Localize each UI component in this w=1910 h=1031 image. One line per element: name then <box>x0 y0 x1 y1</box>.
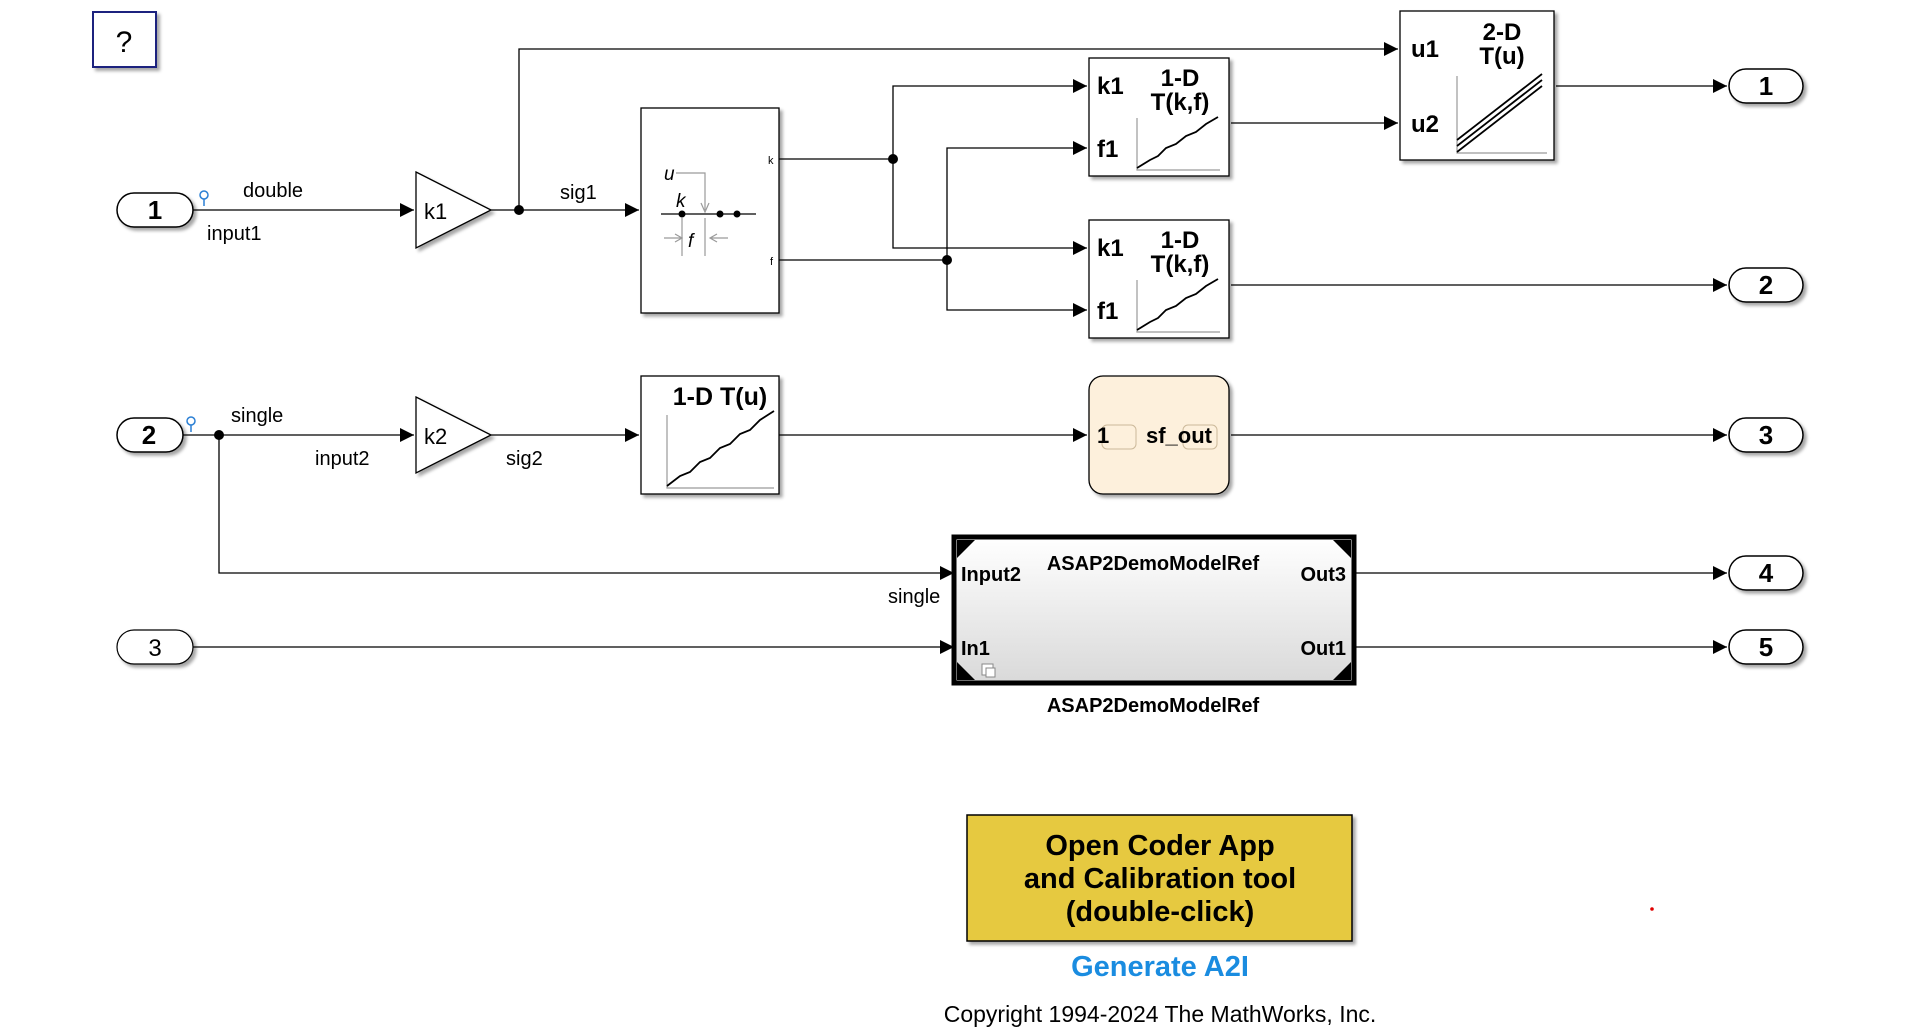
outport-label: 3 <box>1759 420 1773 450</box>
branch-point <box>942 255 952 265</box>
signal-name-label: sig2 <box>506 448 543 470</box>
lookup-title: 2-D <box>1483 19 1522 46</box>
outport-label: 2 <box>1759 270 1773 300</box>
lookup-1d-block[interactable]: 1-D T(u) <box>640 375 780 495</box>
port-label: Out1 <box>1300 638 1346 660</box>
outport-label: 5 <box>1759 632 1773 662</box>
gain-label: k2 <box>424 424 447 449</box>
prelookup-k-label: k <box>676 191 687 212</box>
open-coder-app-button[interactable]: Open Coder App and Calibration tool (dou… <box>966 814 1353 942</box>
model-ref-caption: ASAP2DemoModelRef <box>1047 695 1260 717</box>
outport-2[interactable]: 2 <box>1728 267 1804 303</box>
port-label: Input2 <box>961 564 1021 586</box>
port-label: k1 <box>1097 73 1124 100</box>
inport-label: 3 <box>148 635 161 662</box>
gain-k2-block[interactable]: k2 <box>415 395 493 475</box>
prelookup-port-f: f <box>770 256 774 268</box>
testpoint-icon <box>199 190 209 206</box>
button-text-line: and Calibration tool <box>1024 863 1296 895</box>
interp-title: T(k,f) <box>1151 89 1210 116</box>
wire-f-to-lut2[interactable] <box>946 260 1087 317</box>
signal-name-label: sig1 <box>560 182 597 204</box>
outport-3[interactable]: 3 <box>1728 417 1804 453</box>
branch-point <box>514 205 524 215</box>
port-label: u1 <box>1411 36 1439 63</box>
prelookup-f-label: f <box>688 231 695 252</box>
lookup-title: T(u) <box>1479 43 1524 70</box>
port-label: f1 <box>1097 298 1118 325</box>
stateflow-chart-block[interactable]: 1 sf_out <box>1088 375 1230 495</box>
interpolation-block-1[interactable]: 1-D T(k,f) k1 f1 <box>1088 57 1230 177</box>
signal-lines <box>183 42 1727 654</box>
port-label: k1 <box>1097 235 1124 262</box>
inport-label: 1 <box>148 195 162 225</box>
inport-3[interactable]: 3 <box>116 629 194 665</box>
outport-label: 1 <box>1759 71 1773 101</box>
wire-sig1-to-u1[interactable] <box>518 42 1398 210</box>
outport-4[interactable]: 4 <box>1728 555 1804 591</box>
wire-input2-to-modelref[interactable] <box>218 435 954 580</box>
outport-1[interactable]: 1 <box>1728 68 1804 104</box>
inport-2[interactable]: 2 <box>116 417 184 453</box>
inport-label: 2 <box>142 420 156 450</box>
inport-1[interactable]: 1 <box>116 192 194 228</box>
interp-title: 1-D <box>1161 65 1200 92</box>
lookup-2d-block[interactable]: 2-D T(u) u1 u2 <box>1399 10 1555 161</box>
marker-dot <box>1650 907 1654 911</box>
generate-a2l-link[interactable]: Generate A2I <box>1071 951 1249 983</box>
interp-title: 1-D <box>1161 227 1200 254</box>
wire-f-to-lut1[interactable] <box>946 141 1087 260</box>
button-text-line: (double-click) <box>1066 896 1255 928</box>
testpoint-icon <box>186 416 196 432</box>
port-label: In1 <box>961 638 990 660</box>
signal-name-label: input1 <box>207 223 262 245</box>
gain-k1-block[interactable]: k1 <box>415 170 493 250</box>
help-button[interactable]: ? <box>92 11 157 68</box>
button-text-line: Open Coder App <box>1045 830 1274 862</box>
interp-title: T(k,f) <box>1151 251 1210 278</box>
interpolation-block-2[interactable]: 1-D T(k,f) k1 f1 <box>1088 219 1230 339</box>
signal-type-label: single <box>231 405 283 427</box>
model-ref-icon <box>981 663 996 678</box>
signal-type-label: single <box>888 586 940 608</box>
wire-k-to-lut1[interactable] <box>892 79 1087 159</box>
port-label: u2 <box>1411 111 1439 138</box>
port-label: 1 <box>1097 423 1109 448</box>
signal-name-label: input2 <box>315 448 370 470</box>
gain-label: k1 <box>424 199 447 224</box>
model-ref-title: ASAP2DemoModelRef <box>1047 553 1260 575</box>
port-label: f1 <box>1097 136 1118 163</box>
port-label: Out3 <box>1300 564 1346 586</box>
port-label: sf_out <box>1146 423 1213 448</box>
prelookup-input-label: u <box>664 164 675 185</box>
model-reference-block[interactable]: ASAP2DemoModelRef Input2 In1 Out3 Out1 <box>951 534 1357 686</box>
outport-5[interactable]: 5 <box>1728 629 1804 665</box>
signal-type-label: double <box>243 180 303 202</box>
branch-point <box>888 154 898 164</box>
lookup-title: 1-D T(u) <box>673 383 767 411</box>
prelookup-port-k: k <box>768 155 774 167</box>
help-label: ? <box>116 26 133 59</box>
outport-label: 4 <box>1759 558 1774 588</box>
prelookup-block[interactable]: u k f k f <box>640 107 780 314</box>
wire-k-to-lut2[interactable] <box>892 159 1087 255</box>
copyright-text: Copyright 1994-2024 The MathWorks, Inc. <box>944 1001 1377 1027</box>
